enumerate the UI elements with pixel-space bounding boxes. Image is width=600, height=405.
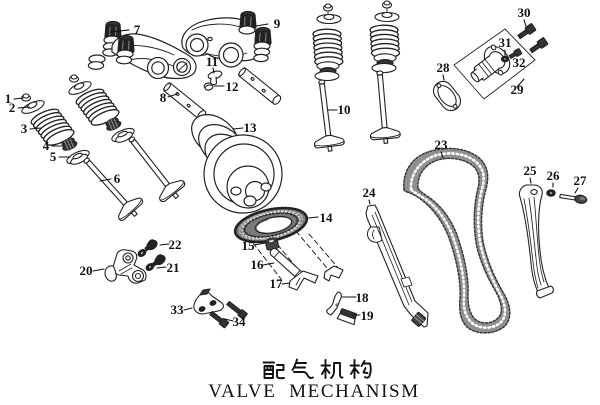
svg-text:28: 28: [437, 60, 451, 75]
svg-text:32: 32: [513, 55, 526, 70]
svg-text:1: 1: [5, 91, 12, 106]
svg-text:VALVE MECHANISM: VALVE MECHANISM: [208, 381, 419, 402]
svg-text:27: 27: [574, 173, 588, 188]
svg-text:3: 3: [21, 121, 28, 136]
svg-text:2: 2: [9, 100, 16, 115]
svg-text:8: 8: [160, 90, 167, 105]
svg-text:11: 11: [206, 54, 218, 69]
svg-text:5: 5: [50, 149, 57, 164]
svg-text:15: 15: [242, 238, 256, 253]
svg-text:17: 17: [270, 276, 284, 291]
svg-text:6: 6: [114, 171, 121, 186]
svg-text:7: 7: [134, 22, 141, 37]
svg-text:21: 21: [167, 260, 180, 275]
svg-text:19: 19: [361, 308, 375, 323]
svg-text:9: 9: [274, 16, 281, 31]
svg-text:12: 12: [226, 79, 239, 94]
svg-text:10: 10: [338, 102, 351, 117]
svg-text:23: 23: [435, 137, 449, 152]
svg-text:29: 29: [511, 82, 525, 97]
svg-text:30: 30: [518, 5, 531, 20]
svg-text:18: 18: [356, 290, 370, 305]
svg-text:4: 4: [43, 138, 50, 153]
svg-text:24: 24: [363, 185, 377, 200]
svg-text:22: 22: [169, 237, 182, 252]
svg-text:26: 26: [547, 168, 561, 183]
svg-text:20: 20: [80, 263, 93, 278]
svg-text:16: 16: [251, 257, 265, 272]
svg-text:33: 33: [171, 302, 185, 317]
svg-text:14: 14: [320, 210, 334, 225]
svg-text:13: 13: [244, 120, 258, 135]
svg-text:34: 34: [233, 314, 247, 329]
svg-text:25: 25: [524, 163, 538, 178]
svg-text:31: 31: [499, 35, 512, 50]
